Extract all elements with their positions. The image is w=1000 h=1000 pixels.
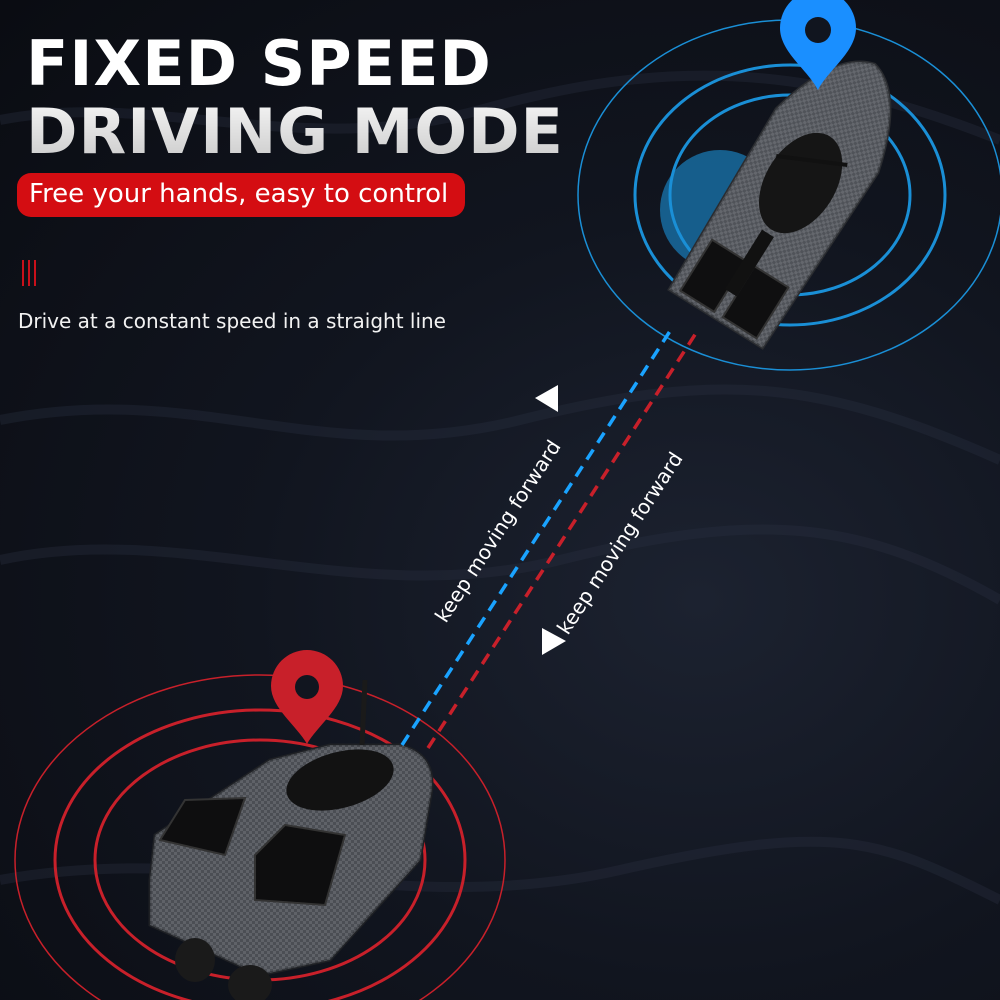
tagline-text: Free your hands, easy to control <box>29 179 449 209</box>
blue-path-line <box>400 327 674 746</box>
origin-location-pin-icon <box>271 650 343 744</box>
destination-location-pin-icon <box>780 0 856 90</box>
feature-description: Drive at a constant speed in a straight … <box>18 309 446 333</box>
red-path-line <box>426 329 700 749</box>
tagline-badge: Free your hands, easy to control <box>17 173 465 217</box>
origin-boat-image <box>148 679 434 1000</box>
triple-bar-icon <box>22 260 38 286</box>
arrow-down-icon <box>542 628 566 655</box>
arrow-up-icon <box>535 385 558 412</box>
destination-boat-image <box>667 60 892 350</box>
